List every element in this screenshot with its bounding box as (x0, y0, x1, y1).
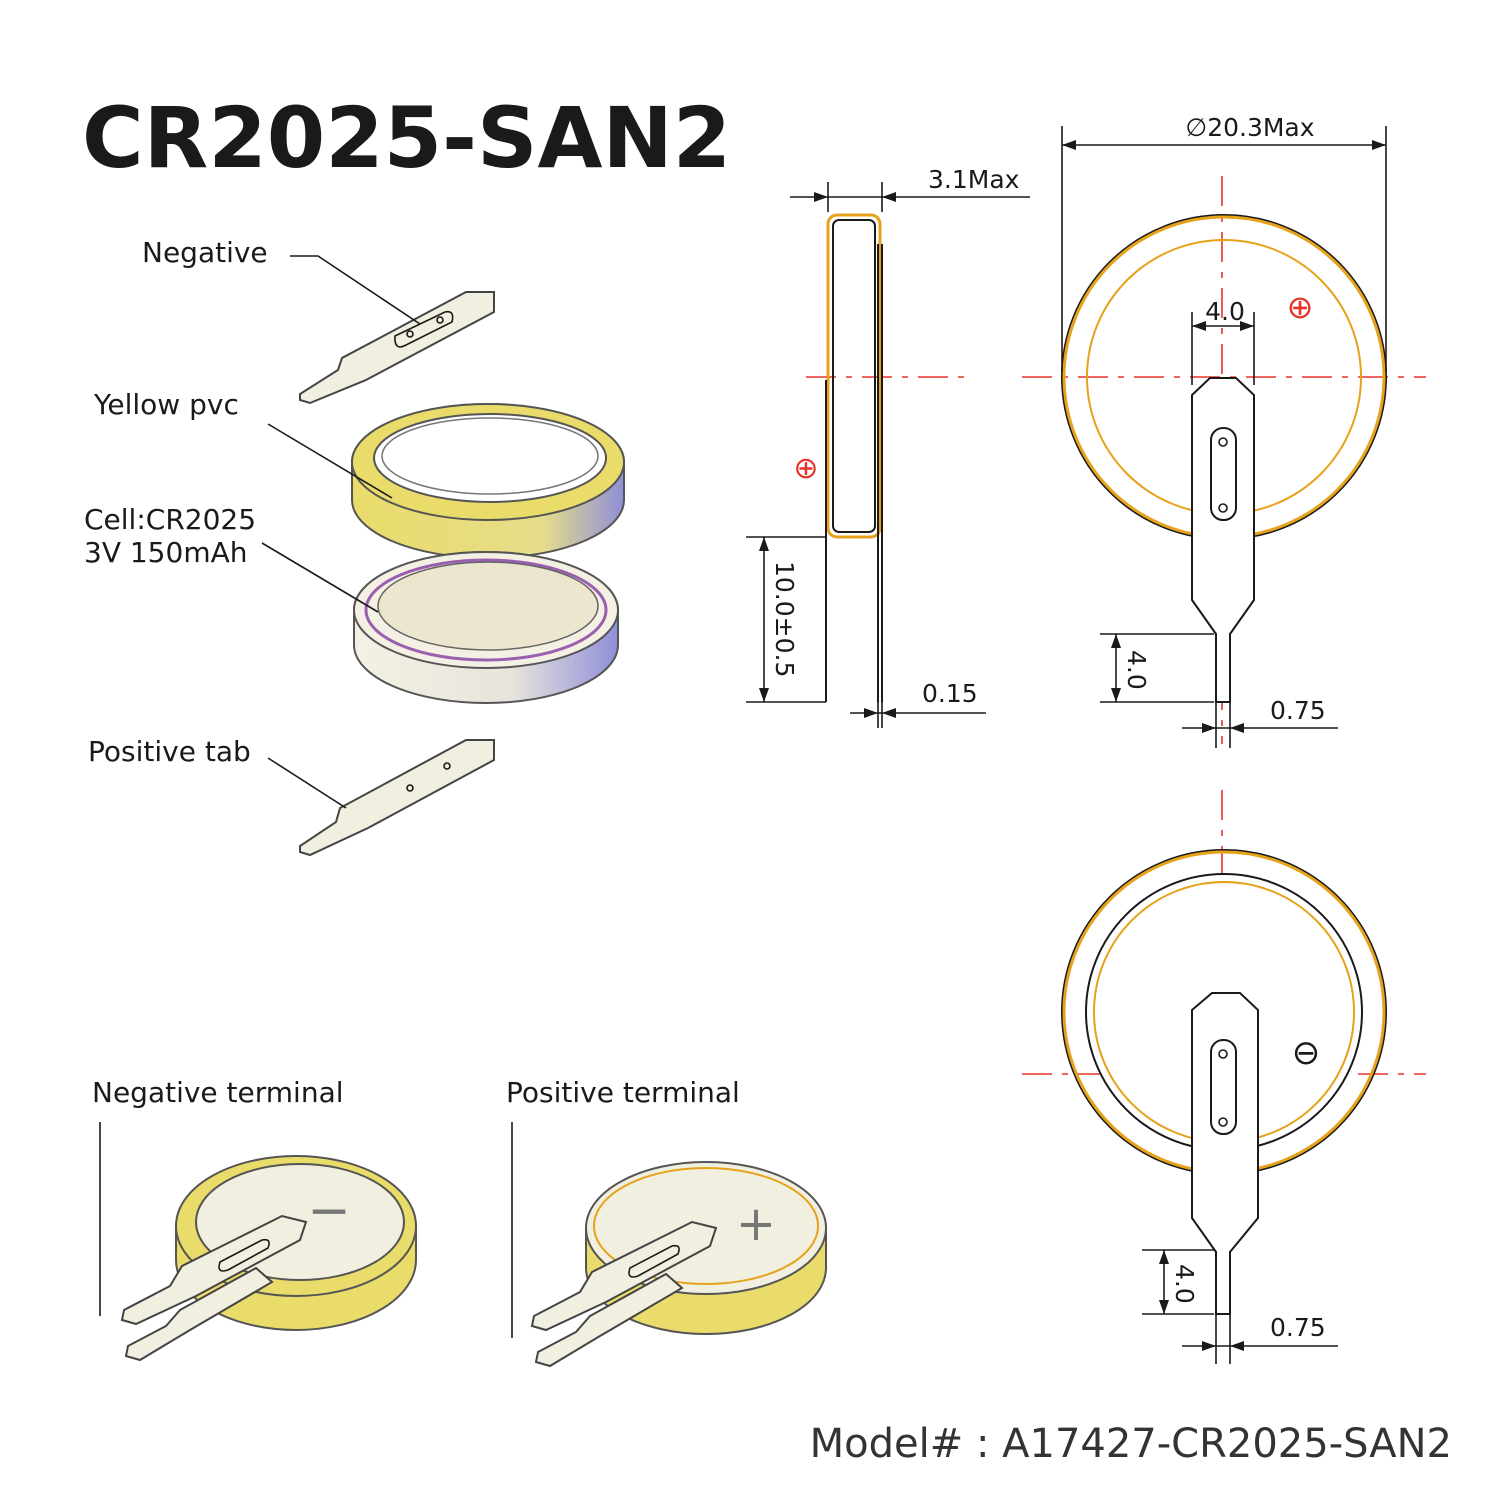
product-title: CR2025-SAN2 (82, 89, 731, 187)
front-plus-icon: ⊕ (1287, 288, 1314, 326)
cell-leader (261, 542, 379, 613)
yellow-pvc-ring (351, 403, 625, 559)
label-positive-tab: Positive tab (88, 735, 251, 768)
label-negative-terminal: Negative terminal (92, 1076, 344, 1109)
dim-tab-thickness: 0.15 (922, 679, 978, 708)
negative-leader (290, 255, 421, 325)
dim-pin-length-top: 4.0 (1122, 650, 1151, 690)
label-negative: Negative (142, 236, 268, 269)
dim-height: 10.0±0.5 (770, 561, 799, 677)
dim-thickness: 3.1Max (928, 165, 1019, 194)
positive-tab-leader (267, 757, 347, 809)
positive-tab-part (299, 739, 495, 857)
dim-pin-width-bottom: 0.75 (1270, 1313, 1326, 1342)
negative-tab-part (299, 291, 495, 405)
model-number: Model# : A17427-CR2025-SAN2 (810, 1421, 1452, 1467)
cr2025-cell (353, 551, 619, 704)
dim-tab-width: 4.0 (1205, 297, 1245, 326)
front-view-positive (1022, 126, 1426, 748)
dim-pin-length-bottom: 4.0 (1170, 1264, 1199, 1304)
negative-minus-icon: − (307, 1181, 351, 1241)
dim-pin-width-top: 0.75 (1270, 696, 1326, 725)
side-view (746, 182, 1030, 728)
positive-terminal-battery (530, 1161, 827, 1368)
front-minus-icon: ⊖ (1292, 1033, 1321, 1073)
label-positive-terminal: Positive terminal (506, 1076, 740, 1109)
negative-terminal-battery (120, 1155, 417, 1362)
yellow-pvc-leader (267, 423, 393, 499)
front-view-negative (1022, 790, 1426, 1364)
exploded-view (261, 255, 625, 857)
label-cell-spec: 3V 150mAh (84, 536, 248, 569)
positive-plus-icon: + (736, 1196, 776, 1252)
label-yellow-pvc: Yellow pvc (93, 388, 239, 421)
side-plus-icon: ⊕ (793, 451, 818, 486)
dim-diameter: ∅20.3Max (1185, 113, 1314, 142)
label-cell-type: Cell:CR2025 (84, 503, 256, 536)
